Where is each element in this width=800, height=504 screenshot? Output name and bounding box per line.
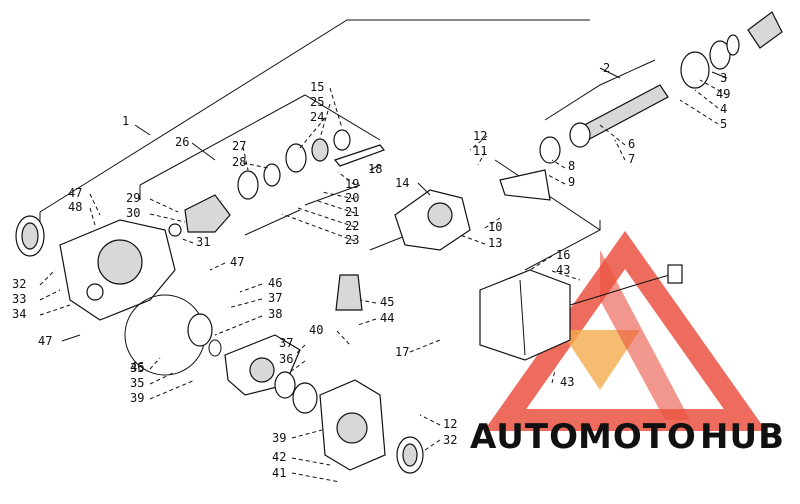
callout-label: 26 [175, 135, 189, 149]
callout-label: 8 [568, 159, 575, 173]
callout-label: 49 [716, 87, 730, 101]
callout-label: 33 [12, 292, 26, 306]
callout-label: 35 [130, 361, 144, 375]
callout-label: 21 [345, 205, 359, 219]
callout-label: 3 [720, 71, 727, 85]
callout-label: 37 [268, 291, 282, 305]
callout-label: 47 [68, 186, 82, 200]
callout-label: 45 [380, 295, 394, 309]
callout-label: 4 [720, 102, 727, 116]
callout-label: 29 [126, 191, 140, 205]
callout-label: 34 [12, 307, 26, 321]
callout-label: 38 [268, 307, 282, 321]
callout-label: 39 [130, 391, 144, 405]
callout-label: 24 [310, 110, 324, 124]
callout-label: 44 [380, 311, 394, 325]
callout-label: 46 [268, 276, 282, 290]
callout-label: 30 [126, 206, 140, 220]
callout-label: 17 [395, 345, 409, 359]
callout-label: 19 [345, 177, 359, 191]
callout-label: 7 [628, 152, 635, 166]
callout-label: 6 [628, 137, 635, 151]
callout-labels: 1 2 3 49 4 5 6 7 8 9 10 11 12 13 14 15 2… [12, 61, 730, 480]
svg-text:HUB: HUB [700, 417, 785, 457]
callout-label: 43 [556, 263, 570, 277]
callout-label: 25 [310, 95, 324, 109]
parts [15, 11, 783, 474]
callout-label: 9 [568, 175, 575, 189]
callout-label: 16 [556, 248, 570, 262]
callout-label: 10 [488, 220, 502, 234]
callout-label: 5 [720, 117, 727, 131]
callout-label: 13 [488, 236, 502, 250]
callout-label: 27 [232, 139, 246, 153]
callout-label: 39 [272, 431, 286, 445]
callout-label: 47 [230, 255, 244, 269]
callout-labels-repeat: 47 47 46 35 39 37 12 32 43 [38, 255, 574, 447]
callout-label: 32 [443, 433, 457, 447]
callout-label: 31 [196, 235, 210, 249]
callout-label: 11 [473, 144, 487, 158]
callout-label: 41 [272, 466, 286, 480]
callout-label: 48 [68, 200, 82, 214]
assembly-outlines [39, 19, 656, 271]
callout-label: 47 [38, 334, 52, 348]
callout-label: 1 [122, 114, 129, 128]
callout-label: 35 [130, 376, 144, 390]
callout-label: 28 [232, 155, 246, 169]
watermark-text: AUTO MOTO HUB [470, 417, 785, 457]
callout-label: 12 [473, 129, 487, 143]
callout-label: 37 [279, 336, 293, 350]
callout-label: 36 [279, 352, 293, 366]
callout-label: 22 [345, 219, 359, 233]
callout-label: 14 [395, 176, 409, 190]
callout-label: 32 [12, 277, 26, 291]
leader-lines [39, 67, 728, 483]
callout-label: 42 [272, 450, 286, 464]
callout-label: 20 [345, 191, 359, 205]
callout-label: 12 [443, 417, 457, 431]
callout-label: 18 [368, 162, 382, 176]
callout-label: 43 [560, 375, 574, 389]
svg-text:AUTO: AUTO [470, 417, 579, 457]
callout-label: 15 [310, 80, 324, 94]
callout-label: 23 [345, 233, 359, 247]
svg-text:MOTO: MOTO [578, 417, 697, 457]
callout-label: 46 [130, 360, 144, 374]
callout-label: 40 [309, 323, 323, 337]
callout-label: 2 [603, 61, 610, 75]
